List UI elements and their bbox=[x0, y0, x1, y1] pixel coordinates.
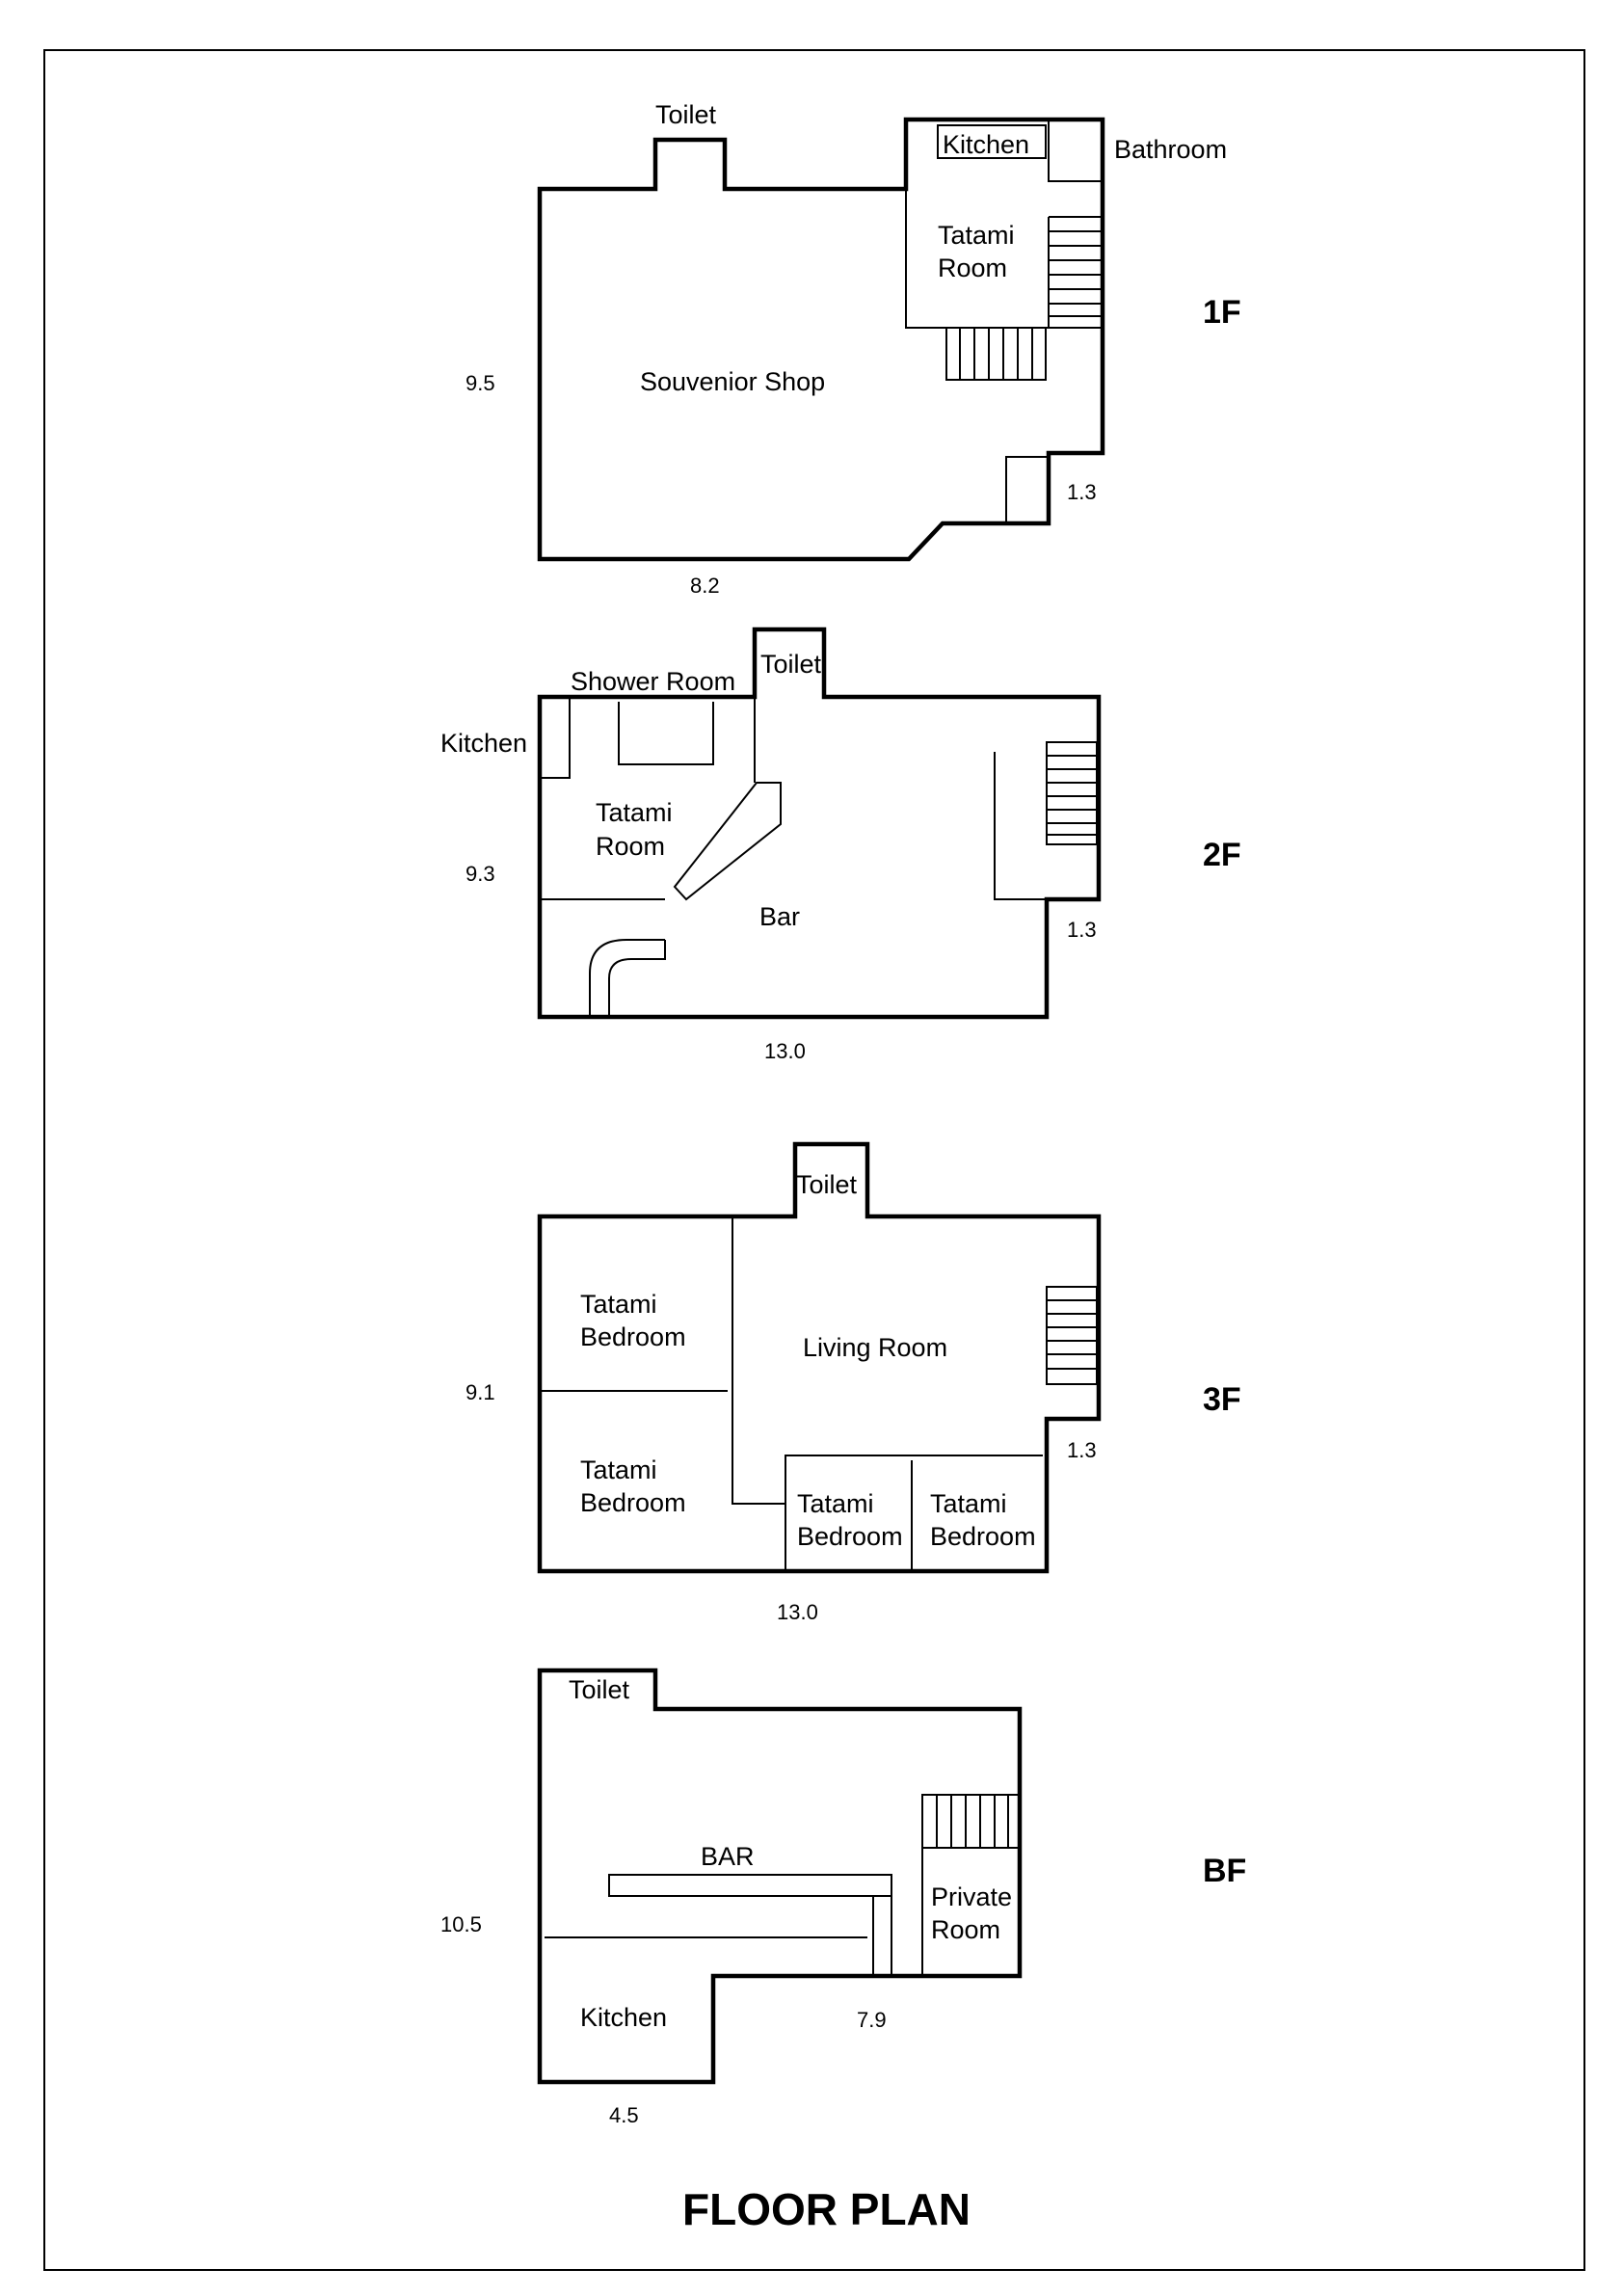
room-label-private-line2: Room bbox=[931, 1915, 1000, 1944]
page-title: FLOOR PLAN bbox=[682, 2184, 971, 2234]
dimension-height-2f: 9.3 bbox=[466, 862, 495, 886]
room-label-bathroom-1f: Bathroom bbox=[1114, 135, 1227, 164]
dimension-width-a-bf: 7.9 bbox=[857, 2008, 887, 2032]
room-label-toilet-2f: Toilet bbox=[760, 650, 822, 679]
closet-1f bbox=[1005, 456, 1049, 523]
room-label-kitchen-1f: Kitchen bbox=[943, 130, 1029, 159]
bathroom-walls-1f bbox=[1048, 120, 1103, 182]
dimension-step-3f: 1.3 bbox=[1067, 1438, 1097, 1462]
staircase-bf bbox=[921, 1794, 1021, 1976]
shower-walls-2f bbox=[618, 702, 714, 765]
page-border bbox=[43, 49, 1585, 2271]
kitchen-walls-2f bbox=[540, 697, 571, 779]
room-label-tatami-1f-line2: Room bbox=[938, 254, 1007, 282]
dimension-height-1f: 9.5 bbox=[466, 371, 495, 395]
room-label-tatami-bedroom-1-line2: Bedroom bbox=[580, 1322, 686, 1351]
floor-2f: Shower Room Toilet Kitchen Tatami Room B… bbox=[440, 627, 1241, 1063]
room-label-bar-2f: Bar bbox=[759, 902, 800, 931]
bedroom-block-3f bbox=[785, 1455, 1043, 1571]
dimension-step-1f: 1.3 bbox=[1067, 480, 1097, 504]
tatami-room-1f-walls bbox=[905, 189, 1103, 329]
room-label-toilet-3f: Toilet bbox=[796, 1170, 858, 1199]
floor-1f: Toilet Kitchen Bathroom Tatami Room Souv… bbox=[466, 100, 1241, 598]
dimension-width-b-bf: 4.5 bbox=[609, 2103, 639, 2127]
staircase-1f-lower bbox=[945, 328, 1047, 381]
room-label-tatami-bedroom-1-line1: Tatami bbox=[580, 1290, 657, 1319]
floor-label-2f: 2F bbox=[1203, 837, 1241, 873]
staircase-1f-right bbox=[1048, 216, 1103, 328]
dimension-width-2f: 13.0 bbox=[764, 1039, 806, 1063]
floor-label-3f: 3F bbox=[1203, 1381, 1241, 1418]
room-label-toilet-bf: Toilet bbox=[569, 1675, 630, 1704]
dimension-width-3f: 13.0 bbox=[777, 1600, 818, 1624]
room-label-tatami-2f-line2: Room bbox=[596, 832, 665, 861]
staircase-2f-right bbox=[994, 741, 1098, 900]
room-label-shop-1f: Souvenior Shop bbox=[640, 367, 825, 396]
floor-label-1f: 1F bbox=[1203, 294, 1241, 331]
room-label-tatami-bedroom-3-line2: Bedroom bbox=[797, 1522, 903, 1551]
room-label-tatami-bedroom-2-line2: Bedroom bbox=[580, 1488, 686, 1517]
kitchen-box-1f bbox=[937, 124, 1047, 159]
bar-counter-bf bbox=[608, 1874, 892, 1977]
floor-2f-outline bbox=[537, 627, 1102, 1020]
room-label-tatami-2f-line1: Tatami bbox=[596, 798, 673, 827]
room-label-tatami-1f-line1: Tatami bbox=[938, 221, 1015, 250]
room-label-toilet-1f: Toilet bbox=[655, 100, 717, 129]
room-label-tatami-bedroom-2-line1: Tatami bbox=[580, 1455, 657, 1484]
room-label-kitchen-2f: Kitchen bbox=[440, 729, 527, 758]
floor-bf: Toilet BAR Private Room Kitchen 10.5 7.9… bbox=[440, 1668, 1246, 2127]
dimension-height-bf: 10.5 bbox=[440, 1912, 482, 1936]
curved-stair-2f bbox=[589, 939, 665, 1017]
floor-bf-outline bbox=[537, 1668, 1023, 2085]
floor-1f-outline bbox=[537, 117, 1105, 562]
room-label-tatami-bedroom-4-line2: Bedroom bbox=[930, 1522, 1036, 1551]
floor-3f-outline bbox=[537, 1141, 1102, 1574]
room-label-living-3f: Living Room bbox=[803, 1333, 947, 1362]
room-label-tatami-bedroom-3-line1: Tatami bbox=[797, 1489, 874, 1518]
room-label-kitchen-bf: Kitchen bbox=[580, 2003, 667, 2032]
room-label-bar-bf: BAR bbox=[701, 1842, 755, 1871]
floor-label-bf: BF bbox=[1203, 1853, 1246, 1889]
dimension-step-2f: 1.3 bbox=[1067, 918, 1097, 942]
dimension-width-1f: 8.2 bbox=[690, 574, 720, 598]
room-label-shower-2f: Shower Room bbox=[571, 667, 735, 696]
room-label-tatami-bedroom-4-line1: Tatami bbox=[930, 1489, 1007, 1518]
room-label-private-line1: Private bbox=[931, 1882, 1012, 1911]
curved-stair-inner-2f bbox=[608, 940, 666, 1017]
floor-3f: Toilet Tatami Bedroom Living Room Tatami… bbox=[466, 1141, 1241, 1624]
partition-3f-vertical bbox=[732, 1216, 785, 1505]
bar-counter-2f bbox=[673, 782, 782, 901]
dimension-height-3f: 9.1 bbox=[466, 1380, 495, 1404]
staircase-3f bbox=[1046, 1286, 1098, 1385]
